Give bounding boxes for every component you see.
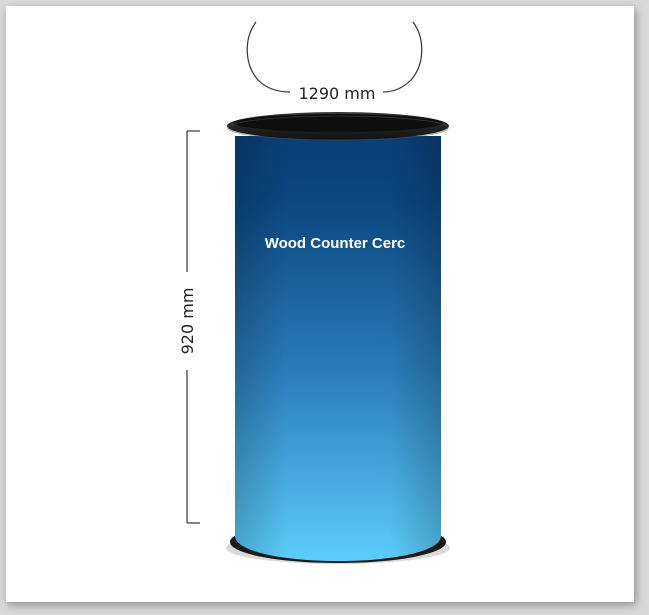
height-label: 920 mm xyxy=(178,288,197,355)
diameter-dimension: 1290 mm xyxy=(246,21,423,103)
diameter-bracket-left xyxy=(246,21,291,93)
counter-top-inner xyxy=(234,114,442,132)
height-dimension: 920 mm xyxy=(178,130,200,524)
counter-body: Wood Counter Cerc xyxy=(226,112,450,564)
counter-panel-shade xyxy=(235,136,441,561)
product-name-label: Wood Counter Cerc xyxy=(265,235,406,252)
counter-top-highlight xyxy=(227,115,449,141)
diameter-label: 1290 mm xyxy=(299,84,376,103)
diameter-bracket-right xyxy=(382,21,423,93)
